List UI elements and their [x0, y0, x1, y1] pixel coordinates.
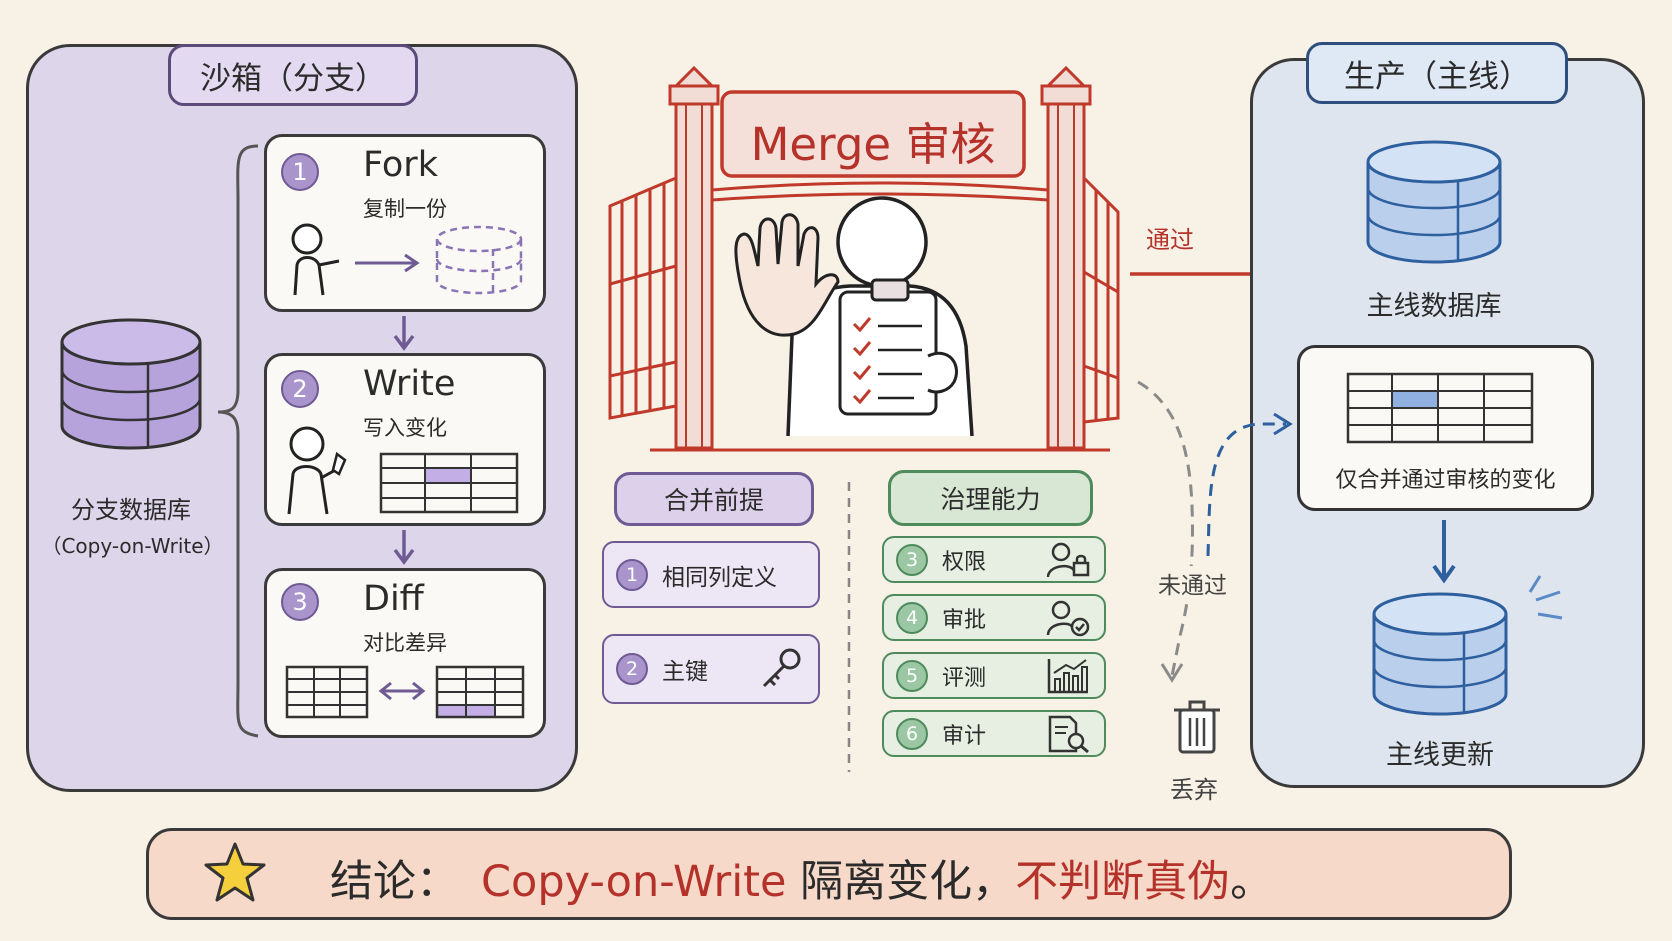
conclusion-banner [146, 828, 1512, 920]
user-lock-icon [1046, 541, 1090, 579]
dashed-database-icon [435, 225, 523, 295]
step-diff-card: 3 Diff 对比差异 [264, 568, 546, 738]
compare-arrows-icon [378, 681, 426, 701]
trash-icon [1174, 700, 1220, 754]
item-label: 审批 [942, 607, 987, 633]
step-title: Diff [363, 579, 424, 619]
item-number-badge: 2 [616, 653, 648, 685]
item-label: 评测 [942, 665, 987, 691]
conclusion-text: 结论： Copy-on-Write 隔离变化，不判断真伪。 [330, 847, 1273, 909]
key-icon [758, 646, 804, 692]
user-check-icon [1046, 599, 1090, 637]
person-icon [291, 223, 340, 296]
conclusion-suffix: 。 [1230, 857, 1274, 907]
table-before-icon [285, 665, 369, 719]
branch-database-label: 分支数据库 [71, 496, 191, 524]
main-database-label: 主线数据库 [1366, 291, 1502, 322]
arrow-down-icon [1432, 520, 1456, 584]
governance-item: 4 审批 [882, 594, 1106, 641]
fail-path [1137, 380, 1194, 683]
step-fork-card: 1 Fork 复制一份 [264, 134, 546, 312]
pass-label: 通过 [1146, 226, 1194, 254]
item-number-badge: 5 [896, 659, 928, 692]
item-number-badge: 6 [896, 717, 928, 750]
item-number-badge: 4 [896, 601, 928, 634]
merged-changes-label: 仅合并通过审核的变化 [1335, 468, 1556, 493]
branch-database-icon [60, 318, 202, 450]
table-after-icon [435, 665, 525, 719]
prerequisite-item: 2 主键 [602, 634, 820, 704]
arrow-down-icon [393, 316, 415, 351]
sparkle-icon [1528, 575, 1563, 620]
step-number-badge: 1 [281, 153, 319, 191]
merge-review-sign: Merge 审核 [750, 118, 996, 171]
step-subtitle: 写入变化 [363, 416, 447, 440]
document-search-icon [1046, 715, 1090, 753]
step-write-card: 2 Write 写入变化 [264, 353, 546, 526]
arrow-right-icon [355, 253, 420, 273]
branch-database-sublabel: （Copy-on-Write） [41, 534, 224, 558]
prerequisites-header: 合并前提 [614, 472, 814, 526]
sandbox-title: 沙箱（分支） [168, 44, 418, 106]
governance-header: 治理能力 [888, 470, 1093, 526]
person-writing-icon [287, 426, 347, 515]
item-label: 权限 [942, 549, 987, 575]
arrow-down-icon [393, 530, 415, 565]
step-number-badge: 2 [281, 370, 319, 408]
table-icon [379, 452, 519, 514]
prerequisite-item: 1 相同列定义 [602, 541, 820, 608]
item-label: 审计 [942, 723, 987, 749]
merged-changes-card [1297, 345, 1594, 511]
item-label: 相同列定义 [662, 564, 777, 591]
main-database-icon [1366, 140, 1502, 264]
step-subtitle: 复制一份 [363, 197, 447, 221]
merged-table-icon [1346, 372, 1534, 444]
updated-database-icon [1372, 592, 1508, 716]
merge-in-arrow [1206, 412, 1293, 557]
step-subtitle: 对比差异 [363, 631, 447, 655]
item-label: 主键 [662, 659, 708, 685]
conclusion-middle: 隔离变化， [786, 857, 1016, 907]
bar-chart-icon [1046, 657, 1090, 695]
star-icon [204, 842, 266, 902]
conclusion-highlight-cow: Copy-on-Write [481, 857, 787, 907]
merge-gate-illustration [608, 65, 1120, 452]
item-number-badge: 3 [896, 543, 928, 576]
conclusion-highlight-truth: 不判断真伪 [1015, 857, 1231, 907]
fail-label: 未通过 [1158, 566, 1227, 600]
governance-item: 5 评测 [882, 652, 1106, 699]
discard-label: 丢弃 [1170, 776, 1218, 804]
item-number-badge: 1 [616, 558, 648, 591]
main-updated-label: 主线更新 [1386, 740, 1494, 771]
brace [217, 144, 259, 738]
conclusion-prefix: 结论： [330, 857, 459, 907]
divider [847, 482, 851, 772]
step-title: Fork [363, 145, 438, 185]
governance-item: 3 权限 [882, 536, 1106, 583]
step-title: Write [363, 364, 456, 404]
governance-item: 6 审计 [882, 710, 1106, 757]
production-title: 生产（主线） [1306, 42, 1568, 104]
step-number-badge: 3 [281, 583, 319, 621]
